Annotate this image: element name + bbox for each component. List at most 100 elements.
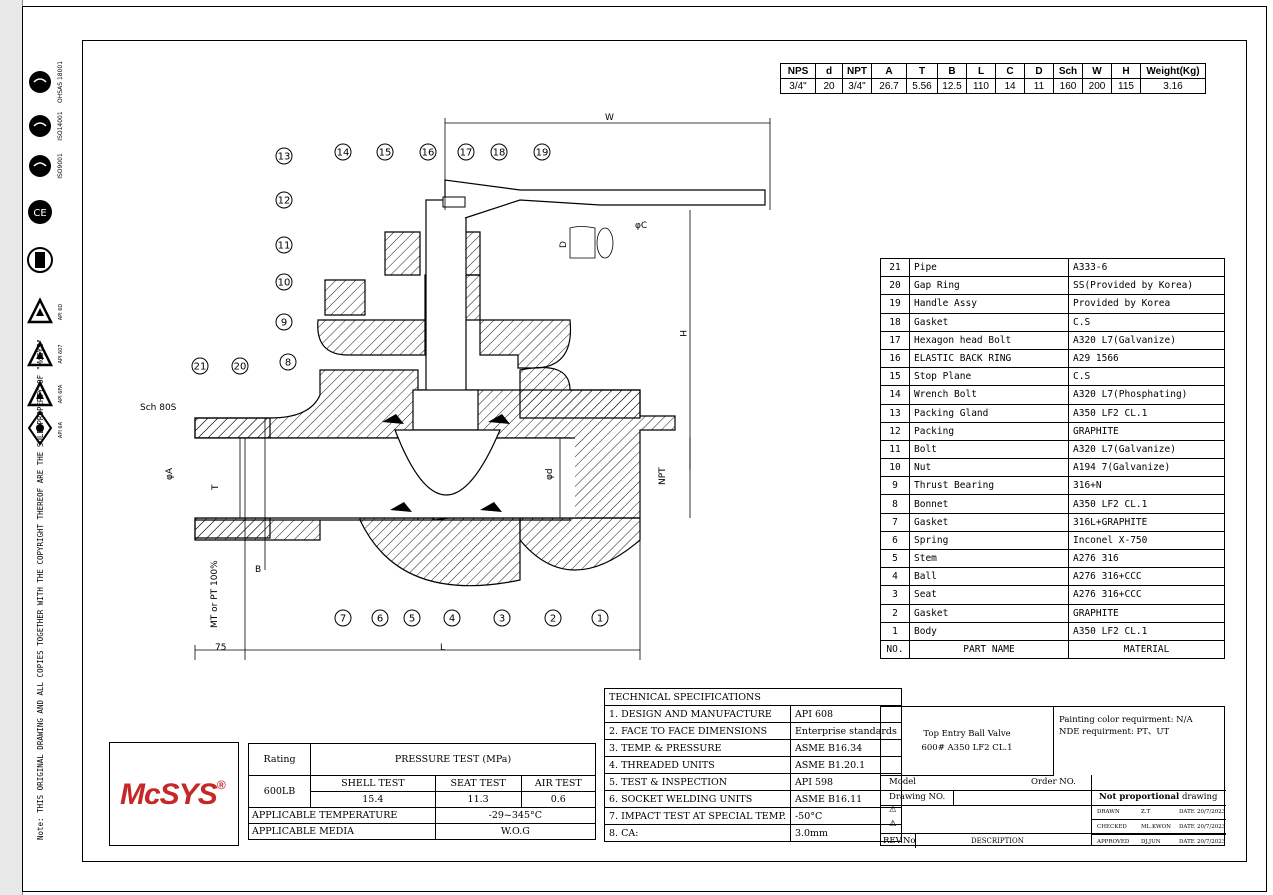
bore xyxy=(195,438,575,518)
dim-phid-label: φd xyxy=(545,468,555,480)
part-balloon-number: 14 xyxy=(337,148,350,159)
dim-L-label: L xyxy=(440,643,445,653)
cert-label: API 6A xyxy=(58,421,64,438)
cert-api-diamond-icon xyxy=(27,410,53,446)
part-balloon xyxy=(279,353,297,371)
mt-pt-label: MT or PT 100% xyxy=(210,560,220,628)
copyright-note: Note: THIS ORIGINAL DRAWING AND ALL COPI… xyxy=(36,338,45,840)
part-balloon xyxy=(533,143,551,161)
cert-label: API 6D xyxy=(58,304,64,321)
part-balloon xyxy=(231,357,249,375)
cert-label: API 607 xyxy=(58,344,64,363)
part-balloon-number: 12 xyxy=(278,196,291,207)
part-balloon xyxy=(403,609,421,627)
ball xyxy=(394,429,501,496)
cert-iso9001-icon xyxy=(29,155,51,177)
description-label: DESCRIPTION xyxy=(971,837,1024,845)
cert-api-triangle-icon xyxy=(26,380,54,407)
part-balloon xyxy=(275,273,293,291)
dim-75-label: 75 xyxy=(215,643,226,653)
part-balloon-number: 2 xyxy=(550,614,556,625)
cert-label: OHSAS 18001 xyxy=(57,61,64,103)
drawing-no-label: Drawing NO. xyxy=(889,792,946,802)
dim-T-label: T xyxy=(211,484,221,491)
certification-marks: OHSAS 18001 ISO14001 ISO9001 CE API 6D A… xyxy=(26,61,64,446)
part-balloon-number: 15 xyxy=(379,148,392,159)
warning-icon: ⚠ xyxy=(889,805,897,815)
technical-specifications-table: TECHNICAL SPECIFICATIONS 1. DESIGN AND M… xyxy=(604,688,902,842)
part-balloon-number: 5 xyxy=(409,614,415,625)
part-balloon xyxy=(191,357,209,375)
title-block: Top Entry Ball Valve 600# A350 LF2 CL.1 … xyxy=(880,706,1226,849)
part-balloon xyxy=(544,609,562,627)
dim-w-label: W xyxy=(605,113,614,123)
cert-ohsas-icon xyxy=(29,71,51,93)
handle xyxy=(444,179,766,219)
part-balloon xyxy=(371,609,389,627)
part-balloon xyxy=(275,191,293,209)
part-balloon-number: 21 xyxy=(194,362,207,373)
company-logo: McSYS® xyxy=(120,778,226,811)
dim-phiA-label: φA xyxy=(165,467,175,480)
part-balloon-number: 7 xyxy=(340,614,346,625)
part-balloon-number: 8 xyxy=(285,358,291,369)
part-balloon xyxy=(275,147,293,165)
dim-D-label: D xyxy=(559,241,569,248)
part-balloon-number: 18 xyxy=(493,148,506,159)
dim-B-label: B xyxy=(255,565,261,575)
tech-specs-title: TECHNICAL SPECIFICATIONS xyxy=(604,688,902,706)
logo-box xyxy=(109,742,239,846)
valve-subtitle: 600# A350 LF2 CL.1 xyxy=(921,743,1013,753)
part-balloon-number: 9 xyxy=(281,318,287,329)
part-balloon xyxy=(334,609,352,627)
part-balloon-number: 11 xyxy=(278,241,291,252)
part-balloon xyxy=(490,143,508,161)
part-balloon xyxy=(275,313,293,331)
left-scrollbar-strip xyxy=(0,0,23,895)
svg-text:CE: CE xyxy=(33,208,46,219)
model-label: Model xyxy=(889,777,917,787)
dim-phiC-label: φC xyxy=(635,221,647,231)
sch-label: Sch 80S xyxy=(140,403,177,413)
part-balloon-number: 6 xyxy=(377,614,383,625)
stem xyxy=(425,199,467,396)
order-no-label: Order NO. xyxy=(1031,777,1076,787)
part-balloon xyxy=(443,609,461,627)
dim-h-label: H xyxy=(677,330,687,337)
valve-body-section xyxy=(194,231,676,587)
cert-iso14001-icon xyxy=(29,115,51,137)
rev-no-label: REV.No xyxy=(883,836,916,846)
part-balloon xyxy=(493,609,511,627)
cert-label: API 6FA xyxy=(58,384,64,403)
part-balloon xyxy=(275,236,293,254)
part-balloon xyxy=(376,143,394,161)
part-balloon-number: 19 xyxy=(536,148,549,159)
dim-npt-label: NPT xyxy=(658,467,668,485)
valve-section-drawing: W H Sch 80S φA T φd NPT B MT or PT 100% … xyxy=(140,113,771,660)
drawing-sheet-border xyxy=(22,6,1267,892)
